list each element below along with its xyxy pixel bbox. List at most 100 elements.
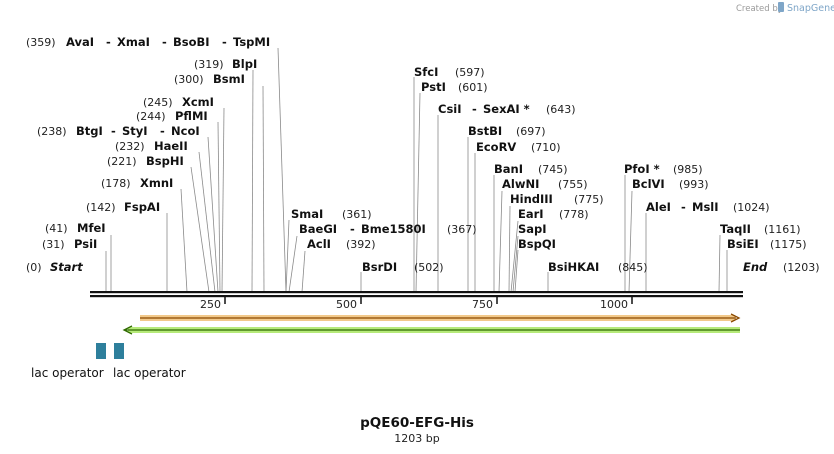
svg-text:XmnI: XmnI (140, 176, 173, 190)
svg-text:(178): (178) (101, 177, 131, 190)
svg-text:EarI: EarI (518, 207, 544, 221)
svg-text:-: - (681, 200, 686, 214)
site-xmni: (178) XmnI (101, 176, 173, 190)
svg-text:-: - (160, 124, 165, 138)
svg-text:-: - (350, 222, 355, 236)
svg-text:-: - (162, 35, 167, 49)
svg-text:Start: Start (50, 260, 83, 274)
svg-text:SmaI: SmaI (291, 207, 323, 221)
site-psii: (31) PsiI (42, 237, 97, 251)
svg-text:(597): (597) (455, 66, 485, 79)
svg-text:(238): (238) (37, 125, 67, 138)
site-smai: SmaI (361) (291, 207, 372, 221)
svg-text:BtgI: BtgI (76, 124, 103, 138)
site-ecorv: EcoRV (710) (476, 140, 561, 154)
site-hindiii: HindIII (775) (510, 192, 604, 206)
svg-text:-: - (111, 124, 116, 138)
tick-label: 750 (472, 298, 493, 311)
svg-text:(755): (755) (558, 178, 588, 191)
svg-text:(697): (697) (516, 125, 546, 138)
svg-text:(778): (778) (559, 208, 589, 221)
site-pflmi: (244) PflMI (136, 109, 208, 123)
svg-text:(745): (745) (538, 163, 568, 176)
site-avai-group: (359) AvaI - XmaI - BsoBI - TspMI (26, 35, 270, 49)
feature-box (96, 343, 106, 359)
site-bani: BanI (745) (494, 162, 568, 176)
svg-text:BspHI: BspHI (146, 154, 184, 168)
site-baegi-group: BaeGI - Bme1580I (367) (299, 222, 477, 236)
site-psti: PstI (601) (421, 80, 488, 94)
plasmid-title: pQE60-EFG-His (360, 415, 474, 431)
svg-text:(232): (232) (115, 140, 145, 153)
svg-text:(775): (775) (574, 193, 604, 206)
svg-text:SfcI: SfcI (414, 65, 438, 79)
credit-brand: SnapGene (787, 3, 834, 14)
svg-text:(643): (643) (546, 103, 576, 116)
svg-text:(244): (244) (136, 110, 166, 123)
svg-text:BaeGI: BaeGI (299, 222, 337, 236)
site-leader-lines (105, 47, 728, 293)
svg-text:(300): (300) (174, 73, 204, 86)
tick-label: 250 (200, 298, 221, 311)
svg-text:BlpI: BlpI (232, 57, 257, 71)
svg-text:SapI: SapI (518, 222, 547, 236)
svg-text:(1175): (1175) (770, 238, 807, 251)
site-sfci: SfcI (597) (414, 65, 485, 79)
plasmid-length: 1203 bp (394, 432, 439, 445)
svg-text:-: - (472, 102, 477, 116)
site-fspai: (142) FspAI (86, 200, 160, 214)
svg-text:FspAI: FspAI (124, 200, 160, 214)
credit-prefix: Created by (736, 4, 783, 14)
svg-text:(1203): (1203) (783, 261, 820, 274)
site-sapi: SapI (518, 222, 547, 236)
svg-text:(392): (392) (346, 238, 376, 251)
svg-text:(245): (245) (143, 96, 173, 109)
site-mfei: (41) MfeI (45, 221, 106, 235)
site-bsiei: BsiEI (1175) (727, 237, 807, 251)
site-bsihkai: BsiHKAI (845) (548, 260, 648, 274)
site-btgi-group: (238) BtgI - StyI - NcoI (37, 124, 200, 138)
svg-text:HindIII: HindIII (510, 192, 553, 206)
snapgene-logo-icon (778, 2, 784, 12)
svg-text:BsmI: BsmI (213, 72, 245, 86)
svg-text:(502): (502) (414, 261, 444, 274)
site-bclvi: BclVI (993) (632, 177, 709, 191)
site-name: AvaI (66, 35, 94, 49)
site-alwni: AlwNI (755) (502, 177, 588, 191)
site-bsrdi: BsrDI (502) (362, 260, 444, 274)
site-name: BsoBI (173, 35, 210, 49)
svg-text:BstBI: BstBI (468, 124, 502, 138)
lac-operator-feature: lac operator (113, 343, 186, 380)
svg-text:PstI: PstI (421, 80, 446, 94)
feature-box (114, 343, 124, 359)
svg-text:BsrDI: BsrDI (362, 260, 397, 274)
svg-text:XcmI: XcmI (182, 95, 214, 109)
svg-text:(0): (0) (26, 261, 42, 274)
site-xcmi: (245) XcmI (143, 95, 214, 109)
site-csii-group: CsiI - SexAI * (643) (438, 102, 576, 116)
lac-operator-feature: lac operator (31, 343, 106, 380)
snapgene-credit: Created by SnapGene (736, 2, 834, 14)
site-alei-group: AleI - MslI (1024) (646, 200, 770, 214)
svg-text:(1024): (1024) (733, 201, 770, 214)
tick-label: 1000 (600, 298, 628, 311)
site-bsmi: (300) BsmI (174, 72, 245, 86)
svg-text:BanI: BanI (494, 162, 523, 176)
svg-text:Bme1580I: Bme1580I (361, 222, 426, 236)
svg-text:HaeII: HaeII (154, 139, 188, 153)
svg-text:(142): (142) (86, 201, 116, 214)
feature-label: lac operator (31, 366, 104, 380)
site-bspqi: BspQI (518, 237, 556, 251)
site-taqii: TaqII (1161) (720, 222, 801, 236)
svg-text:MslI: MslI (692, 200, 719, 214)
svg-text:MfeI: MfeI (77, 221, 106, 235)
ruler: 250 500 750 1000 (200, 297, 633, 311)
svg-text:(361): (361) (342, 208, 372, 221)
svg-text:CsiI: CsiI (438, 102, 462, 116)
site-pfoi: PfoI * (985) (624, 162, 703, 176)
svg-text:PsiI: PsiI (74, 237, 97, 251)
site-position: (359) (26, 36, 56, 49)
svg-text:-: - (222, 35, 227, 49)
svg-text:(31): (31) (42, 238, 65, 251)
svg-text:(41): (41) (45, 222, 68, 235)
